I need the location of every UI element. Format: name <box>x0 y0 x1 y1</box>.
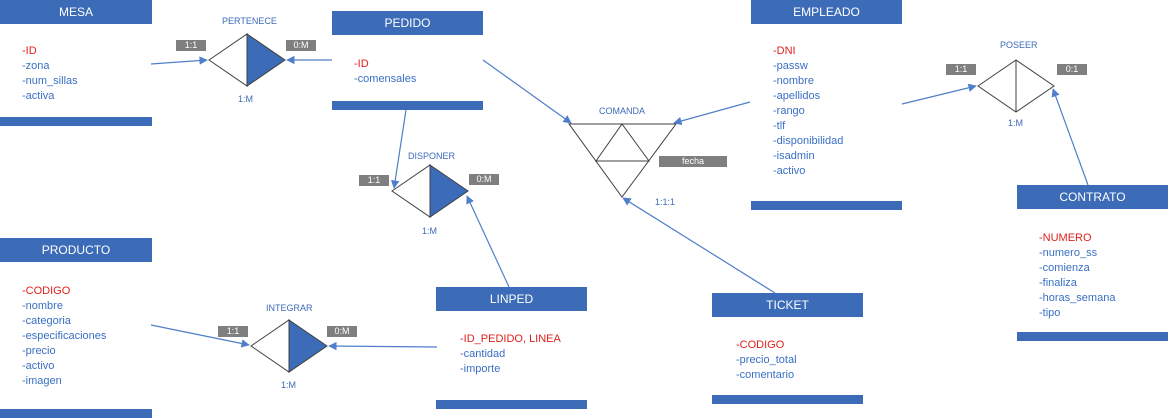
entity-mesa-attributes: -ID -zona -num_sillas -activa <box>22 44 78 104</box>
relationship-pertenece-left-tag: 1:1 <box>176 40 206 51</box>
entity-mesa-footer <box>0 117 152 126</box>
attribute: -tlf <box>773 120 786 132</box>
attribute: -cantidad <box>460 348 506 360</box>
entity-pedido-title: PEDIDO <box>332 11 483 35</box>
attribute: -comienza <box>1039 262 1090 274</box>
relationship-disponer-shape <box>391 164 469 218</box>
edge-pedido-comanda <box>482 59 572 124</box>
relationship-integrar-right-tag: 0:M <box>327 326 357 337</box>
attribute: -passw <box>773 60 808 72</box>
attribute: -apellidos <box>773 90 821 102</box>
entity-ticket-footer <box>712 395 863 404</box>
attribute: -comentario <box>736 369 795 381</box>
relationship-pertenece-shape <box>208 33 286 87</box>
relationship-comanda-cardinality: 1:1:1 <box>655 197 676 207</box>
entity-producto-attributes: -CODIGO -nombre -categoria -especificaci… <box>22 284 106 389</box>
relationship-pertenece-cardinality: 1:M <box>238 94 254 104</box>
relationship-pertenece-label: PERTENECE <box>222 16 277 26</box>
relationship-disponer-left-tag: 1:1 <box>359 175 389 186</box>
entity-empleado-attributes: -DNI -passw -nombre -apellidos -rango -t… <box>773 44 843 179</box>
entity-ticket-attributes: -CODIGO -precio_total -comentario <box>736 338 797 383</box>
relationship-poseer-cardinality: 1:M <box>1008 118 1024 128</box>
attribute: -rango <box>773 105 805 117</box>
attribute: -horas_semana <box>1039 292 1116 304</box>
entity-linped: LINPED -ID_PEDIDO, LINEA -cantidad -impo… <box>436 287 587 409</box>
attribute-primary-key: -DNI <box>773 45 796 57</box>
relationship-disponer-right-tag: 0:M <box>469 174 499 185</box>
attribute: -activo <box>773 165 806 177</box>
attribute-primary-key: -ID_PEDIDO, LINEA <box>460 333 561 345</box>
entity-pedido-attributes: -ID -comensales <box>354 57 416 87</box>
entity-ticket: TICKET -CODIGO -precio_total -comentario <box>712 293 863 404</box>
attribute: -nombre <box>773 75 814 87</box>
attribute: -especificaciones <box>22 330 107 342</box>
edge-ticket-comanda <box>622 197 776 294</box>
attribute: -disponibilidad <box>773 135 844 147</box>
relationship-poseer-shape <box>977 59 1055 113</box>
relationship-pertenece-right-tag: 0:M <box>286 40 316 51</box>
edge-contrato-poseer <box>1051 88 1089 186</box>
relationship-comanda-label: COMANDA <box>599 106 646 116</box>
edge-mesa-pertenece <box>150 56 208 65</box>
attribute: -imagen <box>22 375 62 387</box>
attribute: -num_sillas <box>22 75 78 87</box>
attribute: -precio_total <box>736 354 797 366</box>
attribute: -importe <box>460 363 501 375</box>
entity-mesa: MESA -ID -zona -num_sillas -activa <box>0 0 152 126</box>
entity-producto-footer <box>0 409 152 418</box>
entity-pedido: PEDIDO -ID -comensales <box>332 11 483 110</box>
attribute: -isadmin <box>773 150 815 162</box>
edge-linped-disponer <box>466 195 510 288</box>
relationship-comanda-shape <box>568 123 677 198</box>
attribute: -finaliza <box>1039 277 1077 289</box>
attribute: -comensales <box>354 73 417 85</box>
edge-empleado-poseer <box>901 83 977 105</box>
relationship-integrar-shape <box>250 319 328 373</box>
entity-empleado-footer <box>751 201 902 210</box>
entity-producto: PRODUCTO -CODIGO -nombre -categoria -esp… <box>0 238 152 418</box>
relationship-poseer-right-tag: 0:1 <box>1057 64 1087 75</box>
relationship-poseer-left-tag: 1:1 <box>946 64 976 75</box>
edge-empleado-comanda <box>673 101 751 126</box>
attribute: -zona <box>22 60 50 72</box>
relationship-integrar-label: INTEGRAR <box>266 303 313 313</box>
relationship-comanda-attribute-tag: fecha <box>659 156 727 167</box>
entity-empleado: EMPLEADO -DNI -passw -nombre -apellidos … <box>751 0 902 210</box>
relationship-integrar-left-tag: 1:1 <box>218 326 248 337</box>
relationship-integrar-cardinality: 1:M <box>281 380 297 390</box>
attribute: -tipo <box>1039 307 1061 319</box>
attribute-primary-key: -CODIGO <box>22 285 71 297</box>
entity-pedido-footer <box>332 101 483 110</box>
entity-contrato-footer <box>1017 332 1168 341</box>
attribute: -categoria <box>22 315 71 327</box>
relationship-poseer-label: POSEER <box>1000 40 1038 50</box>
edge-pedido-disponer <box>390 109 407 189</box>
attribute-primary-key: -ID <box>354 58 369 70</box>
edge-producto-integrar <box>150 324 250 348</box>
attribute: -precio <box>22 345 56 357</box>
entity-ticket-title: TICKET <box>712 293 863 317</box>
attribute: -activa <box>22 90 55 102</box>
entity-contrato-title: CONTRATO <box>1017 185 1168 209</box>
entity-empleado-title: EMPLEADO <box>751 0 902 24</box>
attribute-primary-key: -CODIGO <box>736 339 785 351</box>
relationship-disponer-cardinality: 1:M <box>422 226 438 236</box>
attribute: -nombre <box>22 300 63 312</box>
entity-linped-attributes: -ID_PEDIDO, LINEA -cantidad -importe <box>460 332 561 377</box>
entity-producto-title: PRODUCTO <box>0 238 152 262</box>
relationship-disponer-label: DISPONER <box>408 151 456 161</box>
attribute: -activo <box>22 360 55 372</box>
entity-linped-title: LINPED <box>436 287 587 311</box>
entity-linped-footer <box>436 400 587 409</box>
entity-mesa-title: MESA <box>0 0 152 24</box>
entity-contrato: CONTRATO -NUMERO -numero_ss -comienza -f… <box>1017 185 1168 341</box>
attribute-primary-key: -ID <box>22 45 37 57</box>
attribute-primary-key: -NUMERO <box>1039 232 1092 244</box>
edge-linped-integrar <box>328 341 438 351</box>
attribute: -numero_ss <box>1039 247 1098 259</box>
entity-contrato-attributes: -NUMERO -numero_ss -comienza -finaliza -… <box>1039 231 1115 321</box>
